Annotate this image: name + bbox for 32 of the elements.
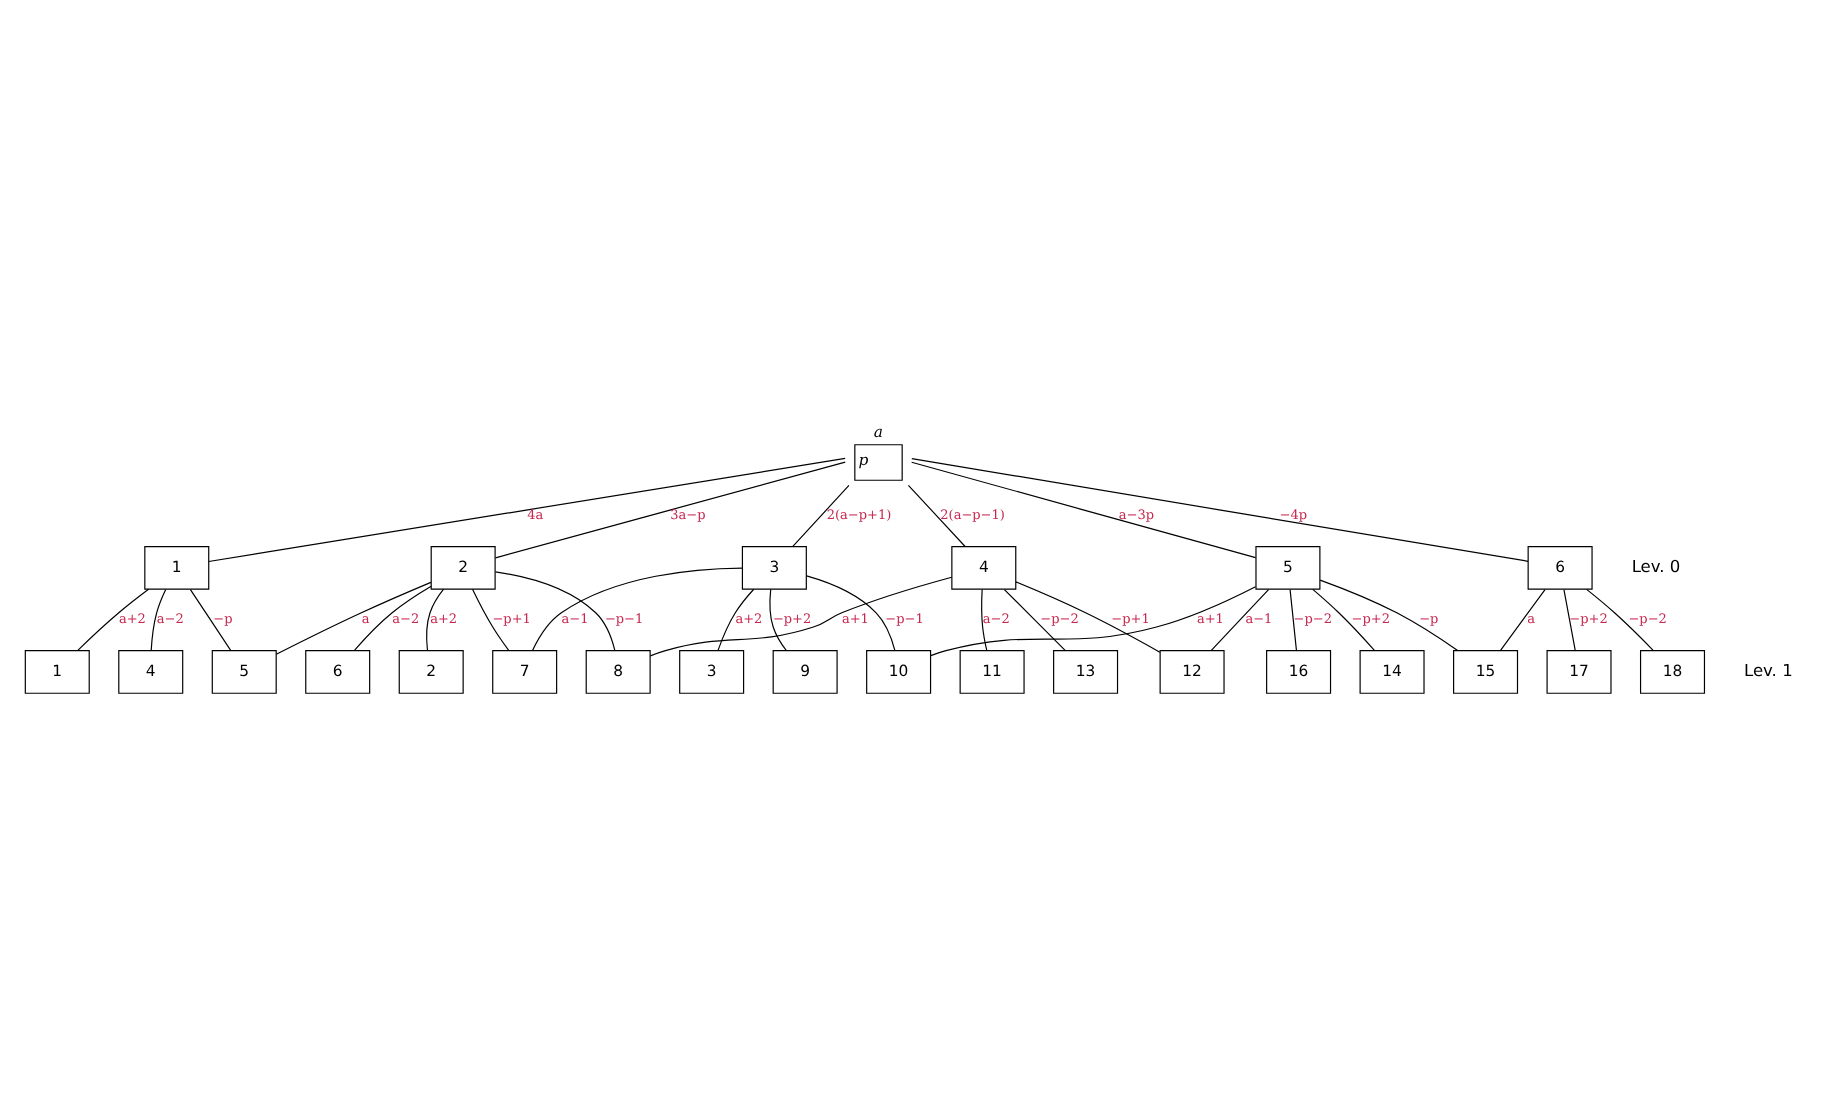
connector [1319,579,1459,652]
connector [717,588,755,652]
connector [981,588,988,652]
connector [1289,589,1298,652]
connector [1312,588,1375,651]
connector [150,588,167,652]
connector [1499,589,1546,652]
label: Lev. 0 [1631,556,1681,577]
connector [792,484,850,548]
connector [1015,581,1161,653]
connector [208,457,846,563]
connector [77,588,150,651]
connector [494,461,846,559]
connector [494,571,616,652]
connector [531,567,743,652]
connector [769,588,787,652]
connector [189,589,232,652]
connector [275,581,432,655]
connector [1586,588,1654,651]
connector [907,484,966,548]
connector [649,576,953,657]
connector [1210,589,1270,652]
connector [911,458,1529,562]
connector [354,585,432,651]
connector [911,461,1257,559]
connector [930,586,1257,657]
connector [1003,589,1066,652]
label: Lev. 1 [1744,660,1793,681]
connector [471,588,510,651]
connector [426,588,445,651]
connector [806,575,896,651]
connector [1563,589,1576,652]
